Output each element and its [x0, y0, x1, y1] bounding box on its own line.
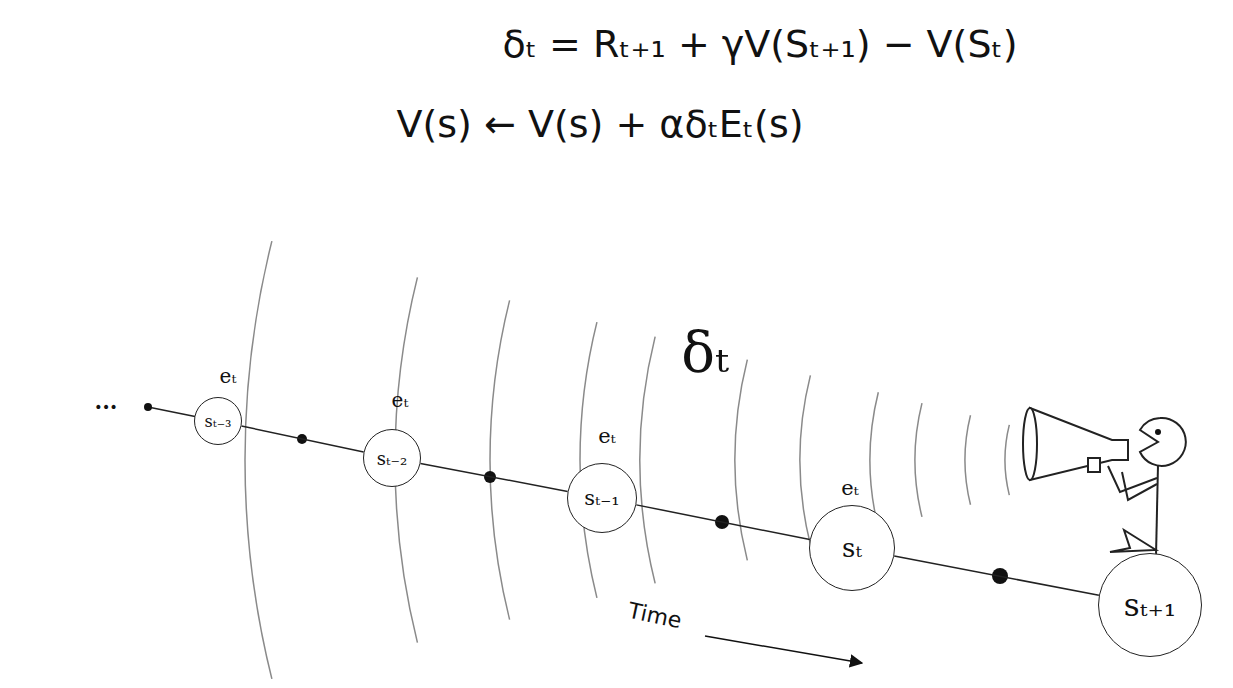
wave-arc	[580, 322, 597, 598]
state-circle: sₜ₋₃	[194, 397, 242, 445]
chain-connector	[420, 463, 567, 491]
wave-arc	[965, 415, 970, 505]
wave-arc	[915, 403, 922, 517]
state-circle: sₜ₊₁	[1098, 553, 1202, 657]
wave-arc	[640, 337, 655, 584]
wave-arc	[490, 300, 510, 619]
wave-arc	[245, 241, 272, 679]
chain-connector	[894, 556, 1099, 595]
td-error-symbol: δₜ	[681, 320, 729, 385]
trace-label: eₜ	[841, 476, 859, 500]
state-circle: sₜ	[809, 505, 895, 591]
state-label: sₜ₋₃	[204, 412, 231, 431]
wave-arc	[1005, 425, 1009, 495]
update-equation: V(s) ← V(s) + αδₜEₜ(s)	[396, 102, 803, 146]
megaphone-figure	[1023, 408, 1186, 556]
trace-label: eₜ	[220, 364, 237, 388]
state-label: sₜ₋₂	[377, 448, 407, 469]
chain-connector	[241, 426, 363, 452]
state-circle: sₜ₋₁	[567, 463, 637, 533]
wave-arc	[735, 360, 747, 561]
chain-connector	[636, 505, 810, 540]
time-label: Time	[626, 598, 684, 634]
trace-label: eₜ	[392, 388, 409, 412]
state-circle: sₜ₋₂	[363, 429, 421, 487]
chain-line	[148, 407, 195, 417]
trace-label: eₜ	[598, 424, 616, 448]
time-arrow	[705, 636, 862, 663]
ellipsis: ...	[95, 388, 118, 414]
wave-arc	[870, 392, 878, 527]
state-label: sₜ₊₁	[1124, 587, 1176, 623]
wave-arc	[800, 375, 810, 544]
wave-arcs	[245, 241, 1009, 679]
td-error-equation: δₜ = Rₜ₊₁ + γV(Sₜ₊₁) − V(Sₜ)	[502, 22, 1017, 66]
state-label: sₜ₋₁	[584, 486, 619, 510]
state-label: sₜ	[842, 533, 862, 563]
